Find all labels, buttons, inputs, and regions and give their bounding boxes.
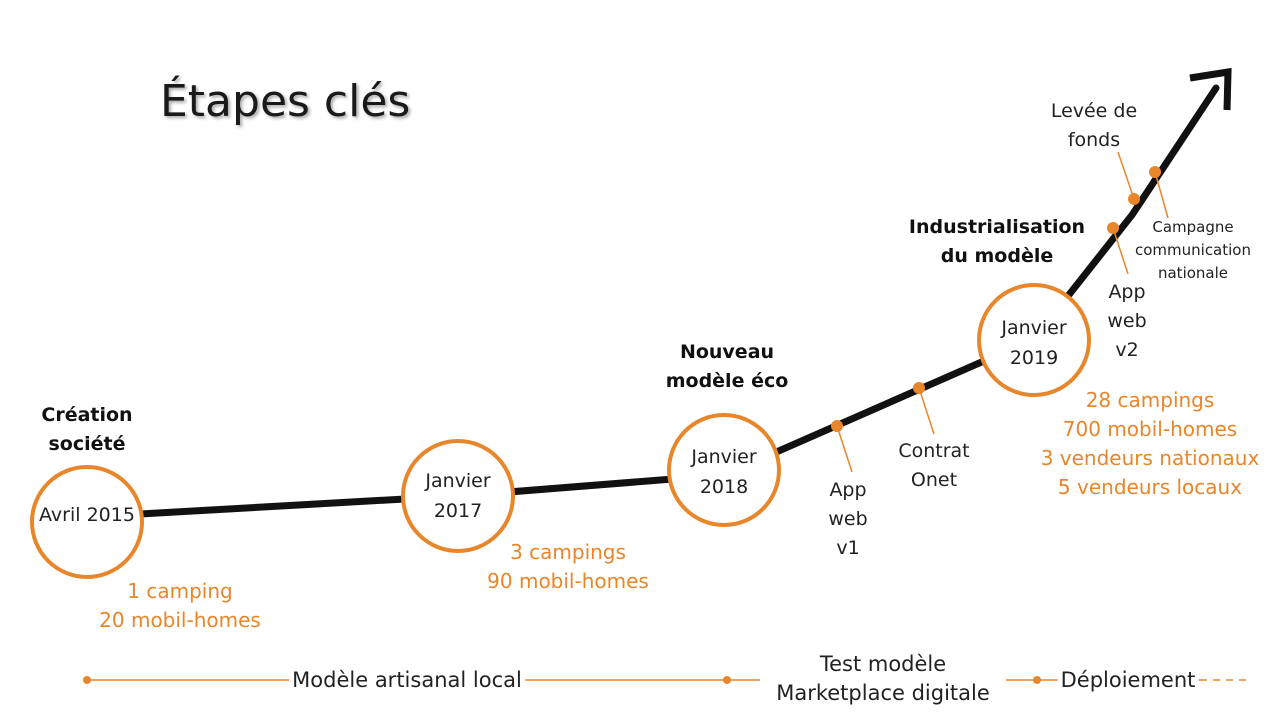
phase-label-artisanal: Modèle artisanal local <box>289 665 525 695</box>
milestone-label-2018: Nouveau modèle éco <box>665 341 789 392</box>
timeline-arrowhead <box>1189 67 1232 111</box>
milestone-circle-2019 <box>977 283 1091 397</box>
page-title: Étapes clés <box>160 76 411 127</box>
phase-label-test-marketplace: Test modèle Marketplace digitale <box>760 650 1006 708</box>
event-label-app-web-v1: App web v1 <box>828 479 868 559</box>
event-leader-campagne <box>1154 171 1169 219</box>
stat-line: 20 mobil-homes <box>99 608 261 632</box>
event-dot-contrat-onet <box>913 382 925 394</box>
milestone-date-2019: Janvier 2019 <box>1001 317 1067 369</box>
stat-line: 5 vendeurs locaux <box>1057 475 1243 499</box>
event-dot-campagne <box>1149 166 1161 178</box>
stat-line: 3 vendeurs nationaux <box>1040 446 1260 470</box>
milestone-label-2015: Création société <box>41 404 133 455</box>
stat-line: 90 mobil-homes <box>487 569 649 593</box>
event-leader-app-web-v1 <box>836 425 853 473</box>
milestone-stats-2017: 3 campings 90 mobil-homes <box>468 538 668 596</box>
milestone-stats-2015: 1 camping 20 mobil-homes <box>80 577 280 635</box>
event-label-app-web-v2: App web v2 <box>1107 281 1147 361</box>
milestone-date-2015: Avril 2015 <box>39 504 135 526</box>
event-leader-app-web-v2 <box>1112 227 1129 275</box>
milestone-circle-2017 <box>401 439 515 553</box>
phase-label-deploiement: Déploiement <box>1057 665 1199 695</box>
milestone-stats-2019: 28 campings 700 mobil-homes 3 vendeurs n… <box>1020 386 1280 502</box>
event-label-campagne: Campagne communication nationale <box>1134 218 1251 282</box>
stat-line: 1 camping <box>127 579 233 603</box>
phase-dot-2019 <box>1033 676 1041 684</box>
milestone-date-2018: Janvier 2018 <box>691 446 757 498</box>
milestone-date-2017: Janvier 2017 <box>425 470 491 522</box>
event-label-levee-de-fonds: Levée de fonds <box>1050 100 1138 151</box>
event-dot-app-web-v2 <box>1107 222 1119 234</box>
timeline-line <box>83 84 1220 521</box>
event-leader-levee-de-fonds <box>1117 151 1135 200</box>
event-dot-levee-de-fonds <box>1128 193 1140 205</box>
stat-line: 3 campings <box>510 540 626 564</box>
milestone-circle-2015 <box>30 465 144 579</box>
stat-line: 28 campings <box>1085 388 1215 412</box>
event-dot-app-web-v1 <box>831 420 843 432</box>
milestone-circle-2018 <box>667 413 781 527</box>
milestone-label-2019: Industrialisation du modèle <box>908 216 1086 267</box>
event-label-contrat-onet: Contrat Onet <box>898 440 970 491</box>
stat-line: 700 mobil-homes <box>1062 417 1238 441</box>
event-leader-contrat-onet <box>918 387 935 435</box>
phase-dot-start <box>83 676 91 684</box>
phase-dot-2018 <box>723 676 731 684</box>
